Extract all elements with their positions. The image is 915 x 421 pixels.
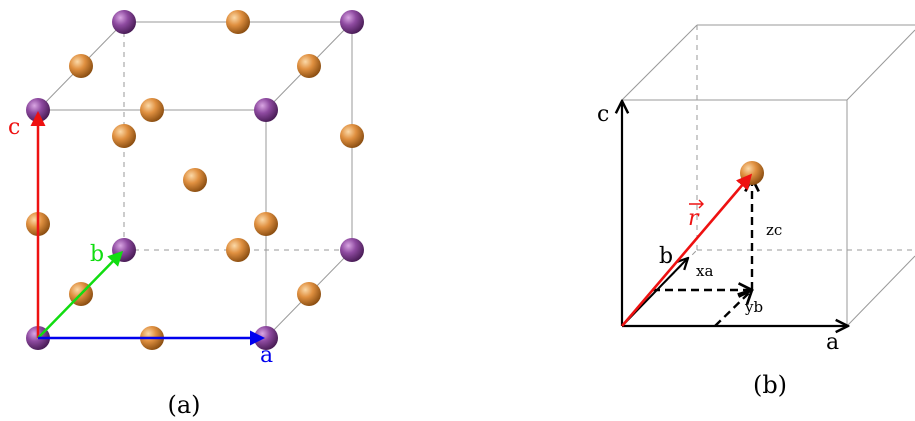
purple-atom — [112, 10, 136, 34]
orange-atom — [340, 124, 364, 148]
orange-atom — [297, 282, 321, 306]
orange-atom — [226, 10, 250, 34]
axis-b-arrow — [37, 250, 124, 339]
component-yb-label: yb — [744, 298, 763, 316]
axis-c-label-b: c — [597, 102, 609, 127]
vector-r-label: r — [688, 206, 700, 231]
axis-c-label: c — [8, 115, 20, 140]
orange-atom — [140, 98, 164, 122]
orange-atom — [112, 124, 136, 148]
cube-b-edges — [621, 24, 915, 327]
panel-b: c b a r zc xa yb (b) — [597, 24, 915, 399]
purple-atom — [340, 10, 364, 34]
purple-atom — [254, 98, 278, 122]
axis-a-label: a — [260, 343, 273, 368]
orange-atom — [254, 212, 278, 236]
panel-a: c b a (a) — [8, 10, 364, 419]
axis-a-label-b: a — [826, 330, 839, 355]
orange-atom — [226, 238, 250, 262]
orange-atom — [183, 168, 207, 192]
caption-a: (a) — [167, 391, 200, 419]
component-xa-label: xa — [696, 262, 713, 280]
component-zc-label: zc — [766, 221, 782, 239]
orange-atom — [297, 54, 321, 78]
orange-atom — [69, 54, 93, 78]
atoms-a — [26, 10, 364, 350]
position-vector-r — [621, 173, 753, 327]
purple-atom — [340, 238, 364, 262]
vector-r-overarrow — [689, 199, 704, 209]
axis-b-label: b — [90, 242, 104, 267]
orange-atom — [740, 161, 764, 185]
component-lines — [652, 178, 752, 327]
axis-b-label-b: b — [659, 244, 673, 269]
caption-b: (b) — [753, 371, 787, 399]
